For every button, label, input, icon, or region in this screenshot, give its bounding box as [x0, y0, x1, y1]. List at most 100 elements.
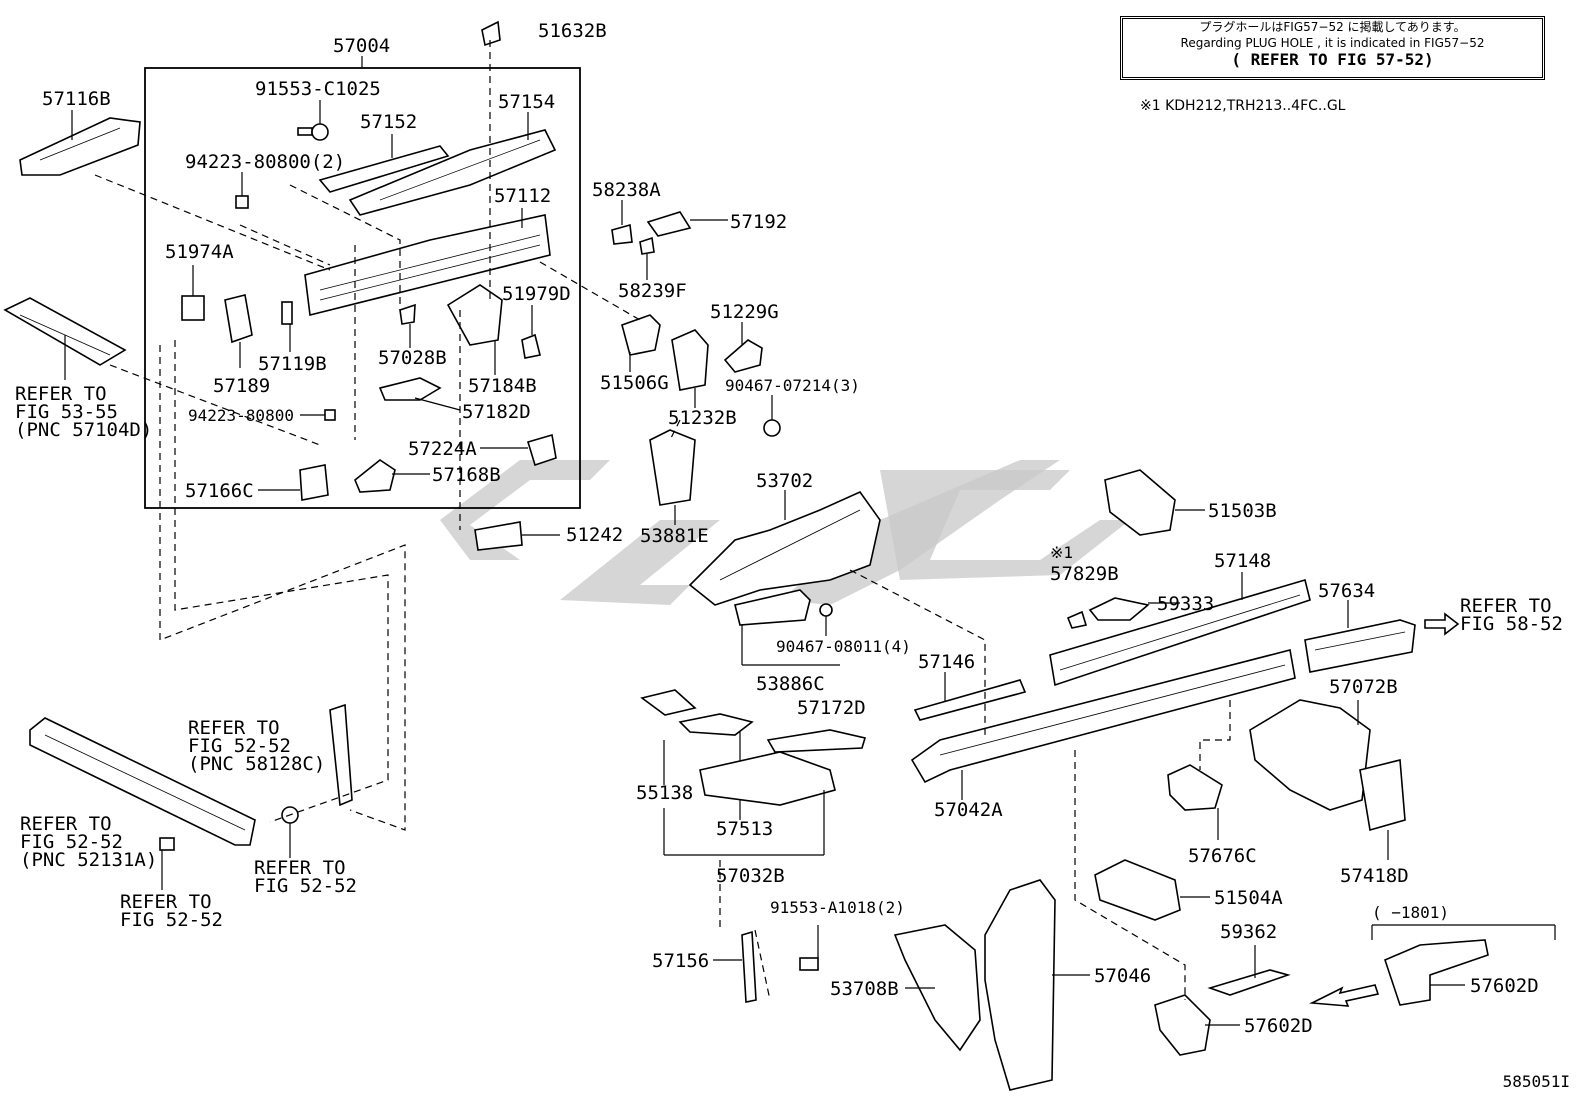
note-refer: ( REFER TO FIG 57-52) [1231, 50, 1434, 69]
label-57152: 57152 [360, 111, 417, 133]
label-51979d: 51979D [502, 283, 571, 305]
svg-text:(PNC 52131A): (PNC 52131A) [20, 849, 157, 871]
label-57166c: 57166C [185, 480, 254, 502]
refer-fig-53-55: REFER TO FIG 53-55 (PNC 57104D) [15, 383, 152, 441]
part-58128c-ref [329, 703, 353, 807]
label-51232b: 51232B [668, 407, 737, 429]
label-57829b: 57829B [1050, 563, 1119, 585]
part-59362 [1207, 945, 1291, 996]
labels: 57004 91553-C1025 57116B 57152 57154 516… [42, 20, 1539, 1037]
svg-text:(PNC 58128C): (PNC 58128C) [188, 753, 325, 775]
label-90467-07214: 90467-07214(3) [725, 376, 860, 395]
part-57168b [354, 459, 430, 493]
arrow-1801 [1309, 984, 1380, 1007]
part-57166c [258, 464, 329, 501]
label-59333: 59333 [1157, 593, 1214, 615]
part-57224a [480, 433, 557, 467]
part-57184b [446, 284, 503, 375]
part-57072b [1249, 699, 1371, 811]
label-57602d-a: 57602D [1244, 1015, 1313, 1037]
part-57156 [713, 930, 757, 1003]
label-51974a: 51974A [165, 241, 234, 263]
label-57046: 57046 [1094, 965, 1151, 987]
svg-text:REFER TO: REFER TO [120, 891, 212, 913]
label-1801: ( −1801) [1372, 903, 1449, 922]
label-51504a: 51504A [1214, 887, 1283, 909]
part-57182d [378, 377, 461, 411]
part-57192 [646, 211, 728, 237]
part-57602d-a [1154, 994, 1240, 1056]
refer-fig-52-52-c: REFER TO FIG 52-52 [120, 891, 223, 931]
label-57184b: 57184B [468, 375, 537, 397]
bolt-90467-08011 [819, 603, 833, 636]
part-53881e [649, 429, 696, 525]
label-57112: 57112 [494, 185, 551, 207]
svg-text:REFER TO: REFER TO [254, 857, 346, 879]
note-en: Regarding PLUG HOLE , it is indicated in… [1180, 36, 1485, 50]
part-57152 [318, 134, 450, 193]
label-57146: 57146 [918, 651, 975, 673]
part-57189 [224, 294, 253, 368]
label-57032b: 57032B [716, 865, 785, 887]
part-51632b [481, 20, 501, 47]
bolt-52131a [159, 837, 175, 890]
note-jp: プラグホールはFIG57−52 に掲載してあります。 [1199, 20, 1466, 34]
label-51632b: 51632B [538, 20, 607, 42]
label-57192: 57192 [730, 211, 787, 233]
arrow-58-52 [1424, 612, 1460, 636]
part-51979d [521, 305, 541, 359]
label-51503b: 51503B [1208, 500, 1277, 522]
label-57004: 57004 [333, 35, 390, 57]
svg-text:FIG 52-52: FIG 52-52 [120, 909, 223, 931]
label-53702: 53702 [756, 470, 813, 492]
label-51242: 51242 [566, 524, 623, 546]
label-57119b: 57119B [258, 353, 327, 375]
label-51229g: 51229G [710, 301, 779, 323]
refer-fig-58-52: REFER TO FIG 58-52 [1460, 595, 1563, 635]
svg-text:FIG 52-52: FIG 52-52 [188, 735, 291, 757]
part-57032b [699, 751, 836, 806]
label-57829b-mark: ※1 [1050, 543, 1073, 562]
footnote: ※1 KDH212,TRH213..4FC..GL [1140, 98, 1346, 114]
label-58239f: 58239F [618, 280, 687, 302]
bracket-1801 [1371, 924, 1556, 940]
label-57148: 57148 [1214, 550, 1271, 572]
refer-fig-52-52-52131a: REFER TO FIG 52-52 (PNC 52131A) [20, 813, 157, 871]
part-53702 [688, 490, 881, 606]
svg-text:FIG 58-52: FIG 58-52 [1460, 613, 1563, 635]
part-51229g [723, 322, 763, 373]
label-57513: 57513 [716, 818, 773, 840]
part-57046 [984, 879, 1090, 1091]
svg-text:REFER TO: REFER TO [188, 717, 280, 739]
refer-fig-52-52-d: REFER TO FIG 52-52 [254, 857, 357, 897]
part-51974a [181, 265, 205, 321]
svg-text:(PNC 57104D): (PNC 57104D) [15, 419, 152, 441]
label-57182d: 57182D [462, 401, 531, 423]
label-94223-80800: 94223-80800 [188, 406, 294, 425]
label-53708b: 53708B [830, 978, 899, 1000]
label-57189: 57189 [213, 375, 270, 397]
part-58238a [611, 200, 633, 245]
label-94223-80800-2: 94223-80800(2) [185, 151, 345, 173]
note-box: プラグホールはFIG57−52 に掲載してあります。 Regarding PLU… [1120, 16, 1545, 80]
label-53881e: 53881E [640, 525, 709, 547]
label-57224a: 57224A [408, 438, 477, 460]
figure-id: 585051I [1502, 1072, 1570, 1091]
svg-text:FIG 52-52: FIG 52-52 [20, 831, 123, 853]
label-55138: 55138 [636, 782, 693, 804]
label-58238a: 58238A [592, 179, 661, 201]
guide-lines [94, 40, 1231, 1001]
part-57602d-b [1384, 939, 1489, 1006]
label-57072b: 57072B [1329, 676, 1398, 698]
svg-text:FIG 52-52: FIG 52-52 [254, 875, 357, 897]
part-51242 [474, 521, 560, 551]
label-57028b: 57028B [378, 347, 447, 369]
label-57676c: 57676C [1188, 845, 1257, 867]
label-91553-a1018: 91553-A1018(2) [770, 898, 905, 917]
part-57112 [304, 208, 551, 316]
label-57418d: 57418D [1340, 865, 1409, 887]
bolt-91553-a1018 [799, 925, 819, 971]
label-59362: 59362 [1220, 921, 1277, 943]
label-57116b: 57116B [42, 88, 111, 110]
